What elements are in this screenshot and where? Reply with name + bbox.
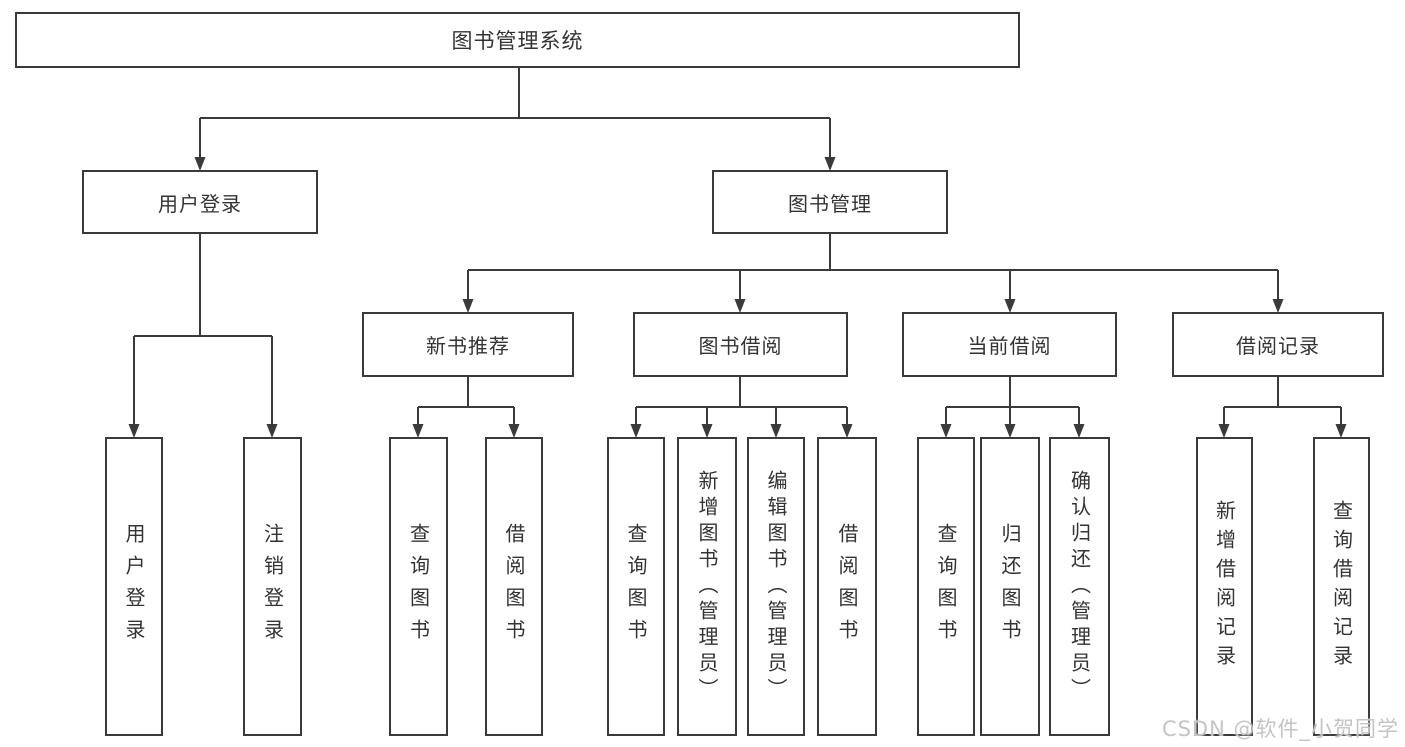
node-book-management: 图书管理 (712, 170, 948, 234)
connector-book-management-children (462, 234, 1284, 313)
node-new-book-recommend: 新书推荐 (362, 312, 574, 377)
leaf-borrow-books-recommend: 借阅图书 (485, 437, 543, 736)
leaf-return-book: 归还图书 (980, 437, 1040, 736)
leaf-logout-label: 注销登录 (260, 522, 285, 651)
leaf-borrow-books-recommend-label: 借阅图书 (502, 522, 526, 651)
leaf-borrow-books: 借阅图书 (817, 437, 877, 736)
leaf-user-login: 用户登录 (105, 437, 163, 736)
leaf-query-books-current: 查询图书 (917, 437, 975, 736)
node-borrow-records: 借阅记录 (1172, 312, 1384, 377)
leaf-add-borrow-record-label: 新增借阅记录 (1212, 499, 1237, 674)
leaf-query-books-borrow: 查询图书 (607, 437, 665, 736)
leaf-query-books-recommend-label: 查询图书 (406, 522, 431, 651)
leaf-confirm-return-admin: 确认归还（管理员） (1049, 437, 1110, 736)
leaf-query-borrow-record: 查询借阅记录 (1313, 437, 1370, 736)
connector-borrow-records-children (1218, 377, 1347, 438)
connector-root-to-level2 (194, 68, 836, 171)
leaf-edit-book-admin: 编辑图书（管理员） (747, 437, 805, 736)
connector-current-borrow-children (940, 377, 1085, 438)
connector-book-borrow-children (630, 377, 853, 438)
connector-user-login-children (128, 234, 278, 438)
leaf-logout: 注销登录 (243, 437, 302, 736)
node-user-login: 用户登录 (82, 170, 318, 234)
leaf-confirm-return-admin-label: 确认归还（管理员） (1067, 469, 1092, 704)
leaf-query-books-recommend: 查询图书 (389, 437, 448, 736)
leaf-edit-book-admin-label: 编辑图书（管理员） (764, 469, 788, 704)
leaf-borrow-books-label: 借阅图书 (835, 522, 859, 651)
connector-new-book-recommend-children (412, 377, 520, 438)
leaf-add-borrow-record: 新增借阅记录 (1196, 437, 1253, 736)
node-current-borrow: 当前借阅 (902, 312, 1117, 377)
leaf-user-login-label: 用户登录 (122, 522, 146, 651)
leaf-query-books-current-label: 查询图书 (934, 522, 958, 651)
leaf-add-book-admin-label: 新增图书（管理员） (695, 469, 719, 704)
leaf-return-book-label: 归还图书 (998, 522, 1022, 651)
leaf-query-borrow-record-label: 查询借阅记录 (1329, 499, 1354, 674)
leaf-add-book-admin: 新增图书（管理员） (677, 437, 737, 736)
watermark: CSDN @软件_小贺同学 (1161, 717, 1399, 741)
leaf-query-books-borrow-label: 查询图书 (624, 522, 648, 651)
node-root: 图书管理系统 (15, 12, 1020, 68)
node-book-borrow: 图书借阅 (633, 312, 848, 377)
